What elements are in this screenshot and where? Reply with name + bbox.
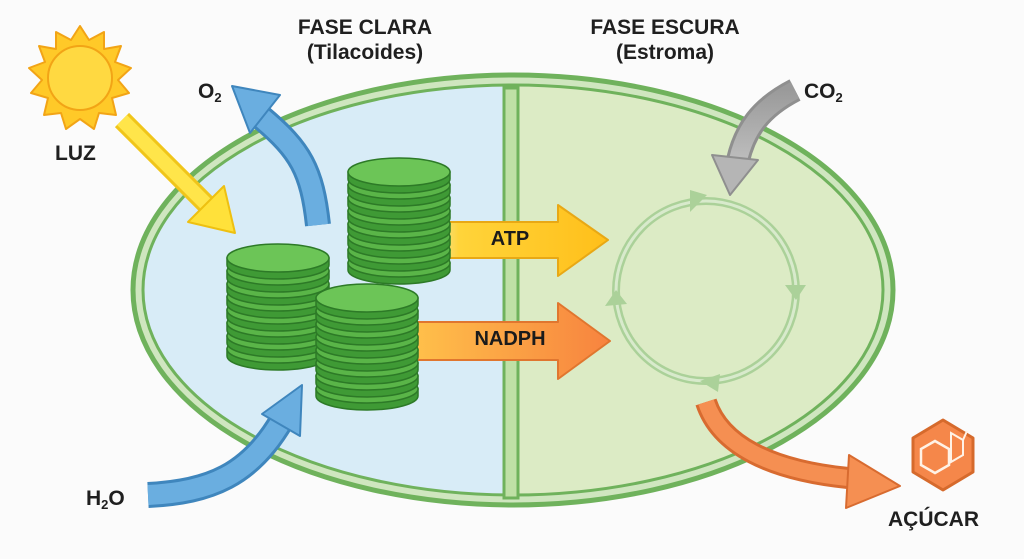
atp-label: ATP xyxy=(490,228,530,250)
calvin-cycle-icon xyxy=(605,190,806,392)
sugar-arrow xyxy=(695,398,901,509)
water-label-tail: O xyxy=(108,487,125,510)
granum-stack-left xyxy=(226,243,330,371)
light-phase-title-text: FASE CLARA xyxy=(297,16,433,39)
light-label: LUZ xyxy=(55,142,96,165)
grana-stacks xyxy=(226,157,451,411)
co2-label-base: CO xyxy=(804,80,836,103)
dark-phase-title-text: FASE ESCURA xyxy=(590,16,740,39)
light-arrow xyxy=(114,112,236,234)
light-phase-title: FASE CLARA (Tilacoides) xyxy=(255,15,475,65)
co2-label-sub: 2 xyxy=(835,90,843,105)
water-arrow xyxy=(147,384,303,508)
water-label: H2O xyxy=(86,486,125,513)
light-phase-subtitle: (Tilacoides) xyxy=(306,41,424,65)
oxygen-label-sub: 2 xyxy=(214,90,222,105)
nadph-arrow xyxy=(414,302,611,380)
granum-stack-bottom xyxy=(315,283,419,411)
water-label-base: H xyxy=(86,487,102,510)
sugar-label: AÇÚCAR xyxy=(888,508,979,531)
dark-phase-title: FASE ESCURA (Estroma) xyxy=(555,15,775,65)
thylakoid-disc xyxy=(347,157,451,187)
water-label-sub: 2 xyxy=(101,497,109,512)
thylakoid-disc xyxy=(315,283,419,313)
nadph-label: NADPH xyxy=(474,328,546,350)
granum-stack-top xyxy=(347,157,451,285)
dark-phase-region xyxy=(518,85,883,495)
sugar-hexagon-icon xyxy=(911,418,975,492)
co2-label: CO2 xyxy=(804,79,843,106)
co2-arrow xyxy=(711,79,801,196)
oxygen-arrow xyxy=(231,85,331,227)
oxygen-label: O2 xyxy=(198,79,222,106)
oxygen-label-base: O xyxy=(198,80,215,103)
phase-divider xyxy=(502,86,520,500)
sun-icon xyxy=(28,25,132,130)
thylakoid-disc xyxy=(226,243,330,273)
dark-phase-subtitle: (Estroma) xyxy=(615,41,715,65)
